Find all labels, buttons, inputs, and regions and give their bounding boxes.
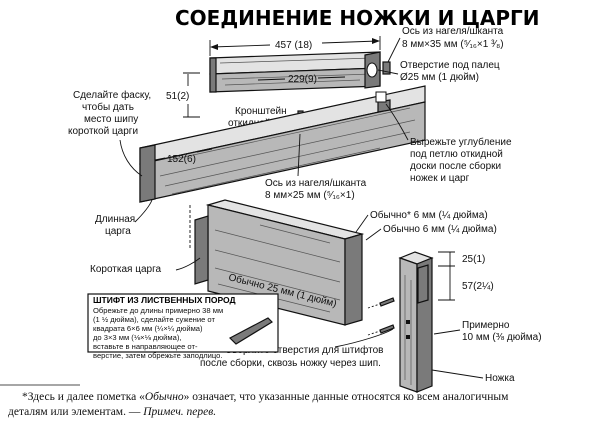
finger-hole-line2: Ø25 мм (1 дюйм) [400,72,479,83]
leg-label: Ножка [485,373,515,384]
dimension-51: 51(2) [166,72,200,118]
leg-leader [431,369,484,379]
approx-leader [433,329,461,335]
dowel-axis-mid-line2: 8 мм×25 мм (⁵⁄₁₆×1) [265,190,355,201]
chamfer-line3: место шипу [84,114,138,125]
pin-2 [379,324,395,334]
drill-line2: после сборки, сквозь ножку через шип. [200,357,381,369]
chamfer-line1: Сделайте фаску, [73,89,151,101]
dimension-57: 57(2¼) [438,266,494,301]
dimension-152: 152(6) [154,148,213,165]
footnote-line2: деталям или элементам. — Примеч. перев. [8,406,216,418]
dowel-axis-top-line1: Ось из нагеля/шканта [402,26,504,37]
pin-box-line1: Обрежьте до длины примерно 38 мм [93,306,223,315]
pin-2-axis [367,330,381,336]
hardwood-pin-box: ШТИФТ ИЗ ЛИСТВЕННЫХ ПОРОД Обрежьте до дл… [87,293,279,353]
dim-51-label: 51(2) [166,91,189,102]
pin-box-line6: верстие, затем обрежьте заподлицо. [93,351,223,360]
footnote-line1: *Здесь и далее пометка «Обычно» означает… [22,391,509,403]
chamfer-leader [119,139,143,177]
dowel-axis-mid-leader [297,133,301,177]
finger-hole-leader [377,69,399,75]
pin-box-line4: до 3×3 мм (⅛×⅛ дюйма), [93,333,182,342]
pin-box-title: ШТИФТ ИЗ ЛИСТВЕННЫХ ПОРОД [93,295,236,305]
dim-25-label: 25(1) [462,254,485,265]
recess-line4: ножек и царг [410,173,470,184]
dim-57-label: 57(2¼) [462,280,494,292]
pin-box-line3: квадрата 6×6 мм (¼×¼ дюйма) [93,324,203,333]
recess-line1: Вырежьте углубление [410,136,512,148]
pin-1 [379,297,395,307]
approx-line1: Примерно [462,320,510,331]
dim-152-label: 152(6) [167,154,196,165]
short-apron-leader [175,257,201,271]
long-apron-line2: царга [105,226,131,237]
leg [398,251,434,393]
drill-leader [334,328,394,348]
pin-box-frame [87,293,279,353]
long-apron-leader [134,199,153,223]
usually-6-star-leader [355,214,369,233]
dowel-axis-top-leader [387,37,401,63]
chamfer-line2: чтобы дать [82,101,134,113]
diagram-title: СОЕДИНЕНИЕ НОЖКИ И ЦАРГИ [175,6,540,30]
long-apron-line1: Длинная [95,214,135,225]
short-apron-label: Короткая царга [90,264,161,275]
pin-1-axis [367,303,381,309]
dim-229-label: 229(9) [288,74,317,85]
dimension-25: 25(1) [438,251,485,267]
bracket-line1: Кронштейн [235,106,287,117]
recess-leader [385,103,409,141]
recess-line3: доски после сборки [410,160,501,172]
approx-line2: 10 мм (⅜ дюйма) [462,332,542,343]
chamfer-line4: короткой царги [68,126,138,137]
dowel-axis-mid-line1: Ось из нагеля/шканта [265,178,367,189]
usually-6-leader [365,228,382,241]
finger-hole-line1: Отверстие под палец [400,60,500,71]
pin-box-line5: вставьте в направляющее от- [93,342,198,351]
dowel-top [382,61,391,75]
dimension-229: 229(9) [257,74,346,85]
long-apron [139,85,426,203]
usually-6-star-label: Обычно* 6 мм (¼ дюйма) [370,209,488,221]
usually-6-label: Обычно 6 мм (¼ дюйма) [383,223,497,235]
dim-457-label: 457 (18) [275,40,312,51]
recess-line2: под петлю откидной [410,149,503,160]
pin-box-line2: (1 ½ дюйма), сделайте сужение от [93,315,215,324]
dowel-axis-top-line2: 8 мм×35 мм (⁵⁄₁₆×1 ³⁄₈) [402,39,504,50]
dimension-457: 457 (18) [209,36,381,56]
tapered-pin-illustration [228,317,273,345]
